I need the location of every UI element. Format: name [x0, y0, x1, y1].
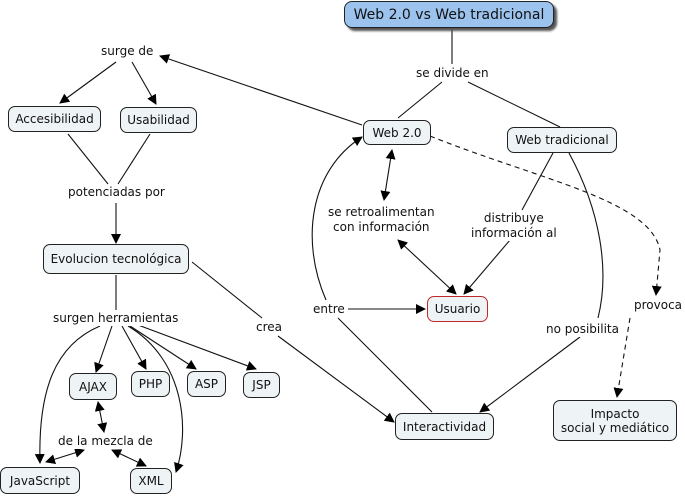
edge-mezcla-xml [111, 449, 147, 467]
link-surgen-herramientas: surgen herramientas [51, 311, 181, 326]
edge-surgen-javascript [34, 325, 101, 464]
concept-web-tradicional[interactable]: Web tradicional [507, 127, 617, 153]
link-potenciadas-por: potenciadas por [66, 185, 167, 200]
edge-sedivide-web20 [397, 81, 443, 119]
link-se-retroalimentan: se retroalimentan con información [326, 205, 437, 235]
edge-ajax-mezcla [94, 401, 108, 433]
concept-usuario[interactable]: Usuario [427, 296, 488, 322]
edge-surgen-xml [127, 325, 184, 473]
concept-main-title[interactable]: Web 2.0 vs Web tradicional [344, 1, 554, 28]
edge-webtrad-noposibilita [568, 152, 604, 319]
link-no-posibilita: no posibilita [544, 322, 621, 337]
edge-mezcla-javascript [45, 447, 85, 465]
edge-accesibilidad-potenciadas [67, 133, 109, 185]
edge-noposibilita-interactividad [479, 336, 581, 413]
edge-interactividad-entre [337, 317, 433, 413]
concept-evolucion-tecnologica[interactable]: Evolucion tecnológica [43, 244, 189, 274]
edge-evolucion-crea [191, 261, 263, 319]
link-surge-de: surge de [99, 44, 156, 59]
concept-usabilidad[interactable]: Usabilidad [120, 107, 197, 133]
edge-surgen-php [121, 325, 147, 370]
concept-interactividad[interactable]: Interactividad [395, 413, 494, 440]
link-crea: crea [254, 320, 285, 335]
edge-web20-retro [380, 149, 396, 201]
edge-usabilidad-potenciadas [117, 133, 151, 185]
edge-crea-interactividad [277, 335, 395, 423]
link-se-divide-en: se divide en [414, 66, 491, 81]
link-de-la-mezcla-de: de la mezcla de [56, 434, 155, 449]
link-distribuye: distribuye información al [469, 211, 559, 241]
edge-sedivide-webtrad [467, 81, 561, 128]
edge-webtrad-distribuye [521, 152, 554, 211]
link-provoca: provoca [632, 298, 685, 313]
edge-web20-surgede [159, 54, 363, 126]
concept-jsp[interactable]: JSP [243, 372, 280, 398]
concept-php[interactable]: PHP [131, 371, 170, 397]
concept-xml[interactable]: XML [130, 468, 172, 494]
concept-javascript[interactable]: JavaScript [0, 467, 80, 494]
edge-entre-web20 [311, 136, 363, 301]
edge-surgen-ajax [94, 325, 113, 373]
edge-surgen-jsp [137, 324, 257, 371]
link-entre: entre [311, 302, 347, 317]
edge-surgede-accesibilidad [59, 61, 117, 104]
concept-impacto-social[interactable]: Impacto social y mediático [553, 400, 677, 441]
concept-ajax[interactable]: AJAX [69, 373, 117, 400]
edge-provoca-impacto [613, 317, 631, 398]
concept-asp[interactable]: ASP [187, 371, 226, 397]
edge-retro-usuario [397, 239, 457, 295]
edge-distribuye-usuario [463, 239, 511, 295]
concept-web20[interactable]: Web 2.0 [363, 120, 431, 145]
edge-surgede-usabilidad [131, 61, 157, 105]
edge-surgen-asp [129, 325, 197, 370]
concept-accesibilidad[interactable]: Accesibilidad [8, 106, 101, 132]
edge-web20-provoca [429, 135, 662, 296]
